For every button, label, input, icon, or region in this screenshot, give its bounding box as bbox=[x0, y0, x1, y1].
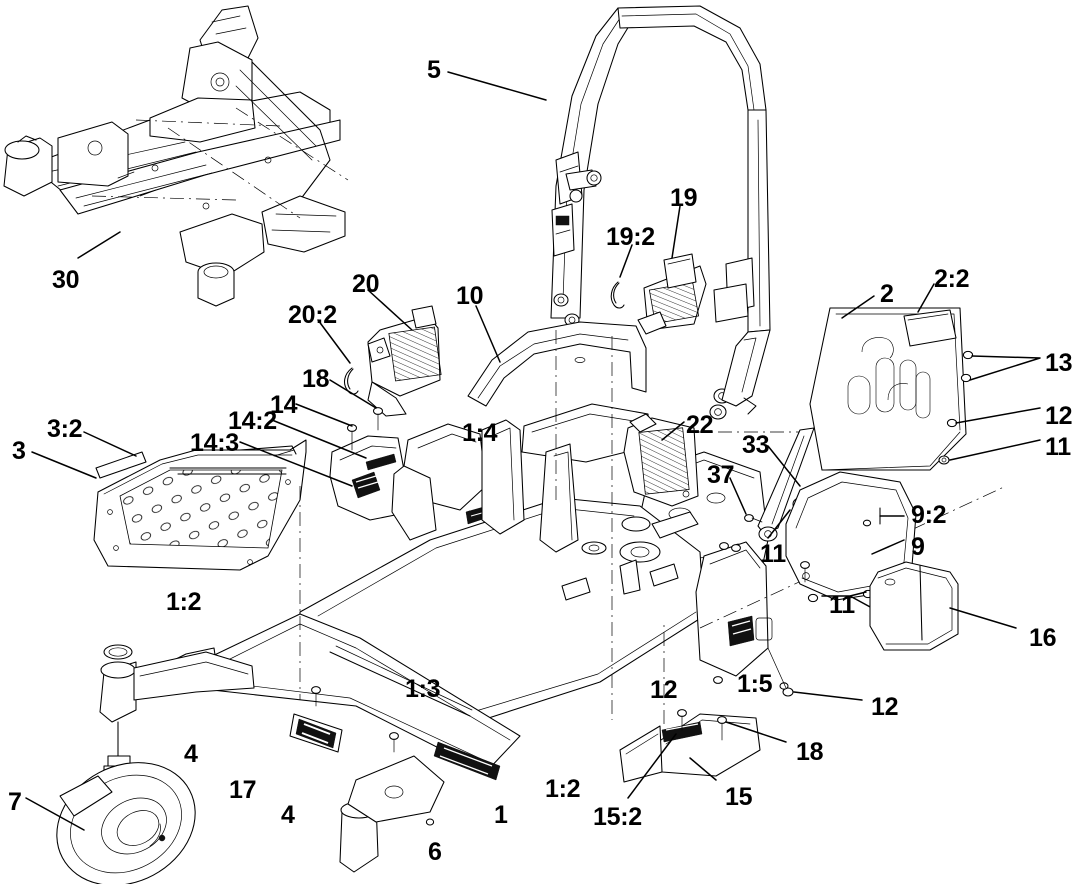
callout-19-2: 19:2 bbox=[606, 223, 655, 251]
callout-5: 5 bbox=[427, 56, 441, 84]
callout-14-2: 14:2 bbox=[228, 407, 277, 435]
fastener-12-pair bbox=[713, 542, 729, 684]
callout-19: 19 bbox=[670, 184, 698, 212]
callout-37: 37 bbox=[707, 461, 735, 489]
part-10-fender bbox=[467, 305, 647, 407]
callout-14-3: 14:3 bbox=[190, 429, 239, 457]
callout-1-2-a: 1:2 bbox=[166, 588, 202, 616]
callout-9-2: 9:2 bbox=[911, 501, 947, 529]
callout-4-b: 4 bbox=[281, 801, 295, 829]
callout-1-2-b: 1:2 bbox=[545, 775, 581, 803]
callout-22: 22 bbox=[686, 411, 714, 439]
callout-13: 13 bbox=[1045, 349, 1073, 377]
part-5-roll-bar bbox=[447, 5, 771, 420]
fastener-12-right bbox=[767, 647, 863, 701]
part-7-caster-wheel bbox=[25, 721, 196, 884]
callout-3: 3 bbox=[12, 437, 26, 465]
callout-2: 2 bbox=[880, 280, 894, 308]
callout-9: 9 bbox=[911, 533, 925, 561]
fastener-13-group bbox=[960, 350, 974, 383]
callout-30: 30 bbox=[52, 266, 80, 294]
callout-12-b: 12 bbox=[650, 676, 678, 704]
callout-16: 16 bbox=[1029, 624, 1057, 652]
part-1-main-frame bbox=[99, 330, 1007, 873]
part-19-latch-assembly bbox=[610, 205, 707, 335]
callout-11-b: 11 bbox=[760, 540, 786, 568]
callout-12-a: 12 bbox=[1045, 402, 1073, 430]
fastener-4 bbox=[311, 686, 399, 753]
callout-6: 6 bbox=[428, 838, 442, 866]
part-22-bracket bbox=[623, 413, 699, 507]
part-20-bracket bbox=[317, 289, 442, 417]
callout-11-a: 11 bbox=[1045, 433, 1071, 461]
callout-15-2: 15:2 bbox=[593, 803, 642, 831]
fastener-18 bbox=[346, 407, 384, 451]
callout-1-3: 1:3 bbox=[405, 675, 441, 703]
misc-fasteners bbox=[731, 519, 872, 583]
callout-2-2: 2:2 bbox=[934, 265, 970, 293]
callout-20: 20 bbox=[352, 270, 380, 298]
callout-14: 14 bbox=[270, 391, 298, 419]
callout-4-a: 4 bbox=[184, 740, 198, 768]
callout-17: 17 bbox=[229, 776, 257, 804]
callout-33: 33 bbox=[742, 431, 770, 459]
callout-18-b: 18 bbox=[796, 738, 824, 766]
subassembly-30-frame bbox=[3, 5, 349, 307]
callout-15: 15 bbox=[725, 783, 753, 811]
callout-3-2: 3:2 bbox=[47, 415, 83, 443]
callout-1: 1 bbox=[494, 801, 508, 829]
part-2-rear-shield bbox=[809, 283, 1041, 471]
fastener-18-group bbox=[677, 709, 727, 741]
callout-7: 7 bbox=[8, 788, 22, 816]
part-16-deflector bbox=[869, 561, 1017, 651]
callout-12-c: 12 bbox=[871, 693, 899, 721]
callout-20-2: 20:2 bbox=[288, 301, 337, 329]
callout-18-a: 18 bbox=[302, 365, 330, 393]
part-3-footplate bbox=[31, 431, 307, 571]
callout-1-5: 1:5 bbox=[737, 670, 773, 698]
callout-10: 10 bbox=[456, 282, 484, 310]
callout-11-c: 11 bbox=[829, 591, 855, 619]
callout-1-4: 1:4 bbox=[462, 419, 498, 447]
part-14-console bbox=[239, 379, 405, 521]
part-15-plate bbox=[619, 709, 787, 799]
